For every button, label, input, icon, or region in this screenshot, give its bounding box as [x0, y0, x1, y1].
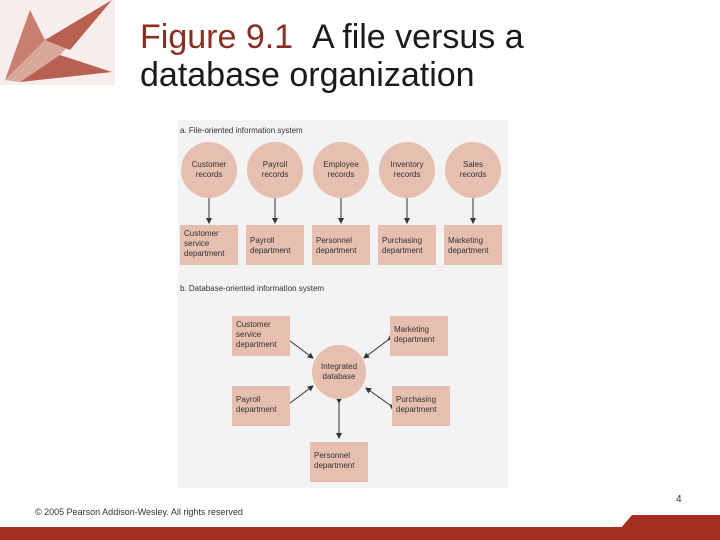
title-text: A file versus a [312, 18, 524, 56]
section-a-label: a. File-oriented information system [180, 126, 303, 135]
section-b-label: b. Database-oriented information system [180, 284, 324, 293]
page-number: 4 [676, 494, 682, 505]
copyright-footer: © 2005 Pearson Addison-Wesley. All right… [35, 507, 243, 517]
crane-logo [0, 0, 115, 85]
title-line2: database organization [140, 56, 524, 94]
footer-bar [0, 527, 720, 540]
slide-title: Figure 9.1 A file versus a database orga… [140, 18, 524, 94]
figure-label: Figure 9.1 [140, 18, 293, 56]
diagram: a. File-oriented information system Cust… [178, 120, 508, 488]
